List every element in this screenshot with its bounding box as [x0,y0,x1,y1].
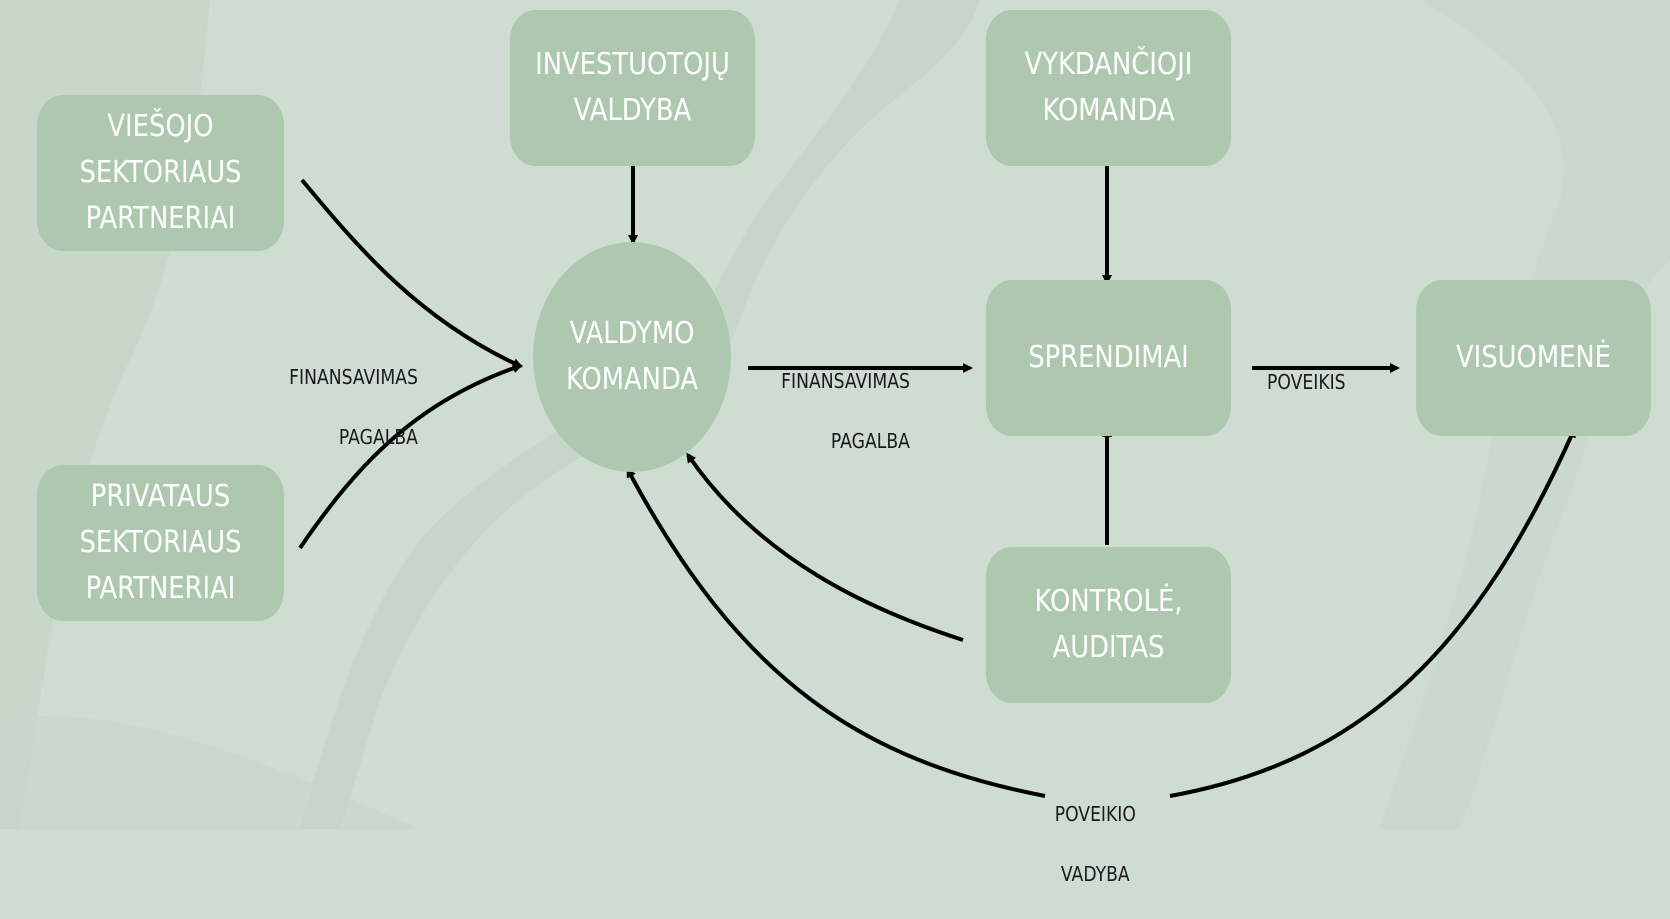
edge-label-left-financing-line1: FINANSAVIMAS [289,365,418,389]
edge-viesojo-to-valdymo [300,178,523,368]
edge-label-impact-management-line2: VADYBA [1060,862,1130,886]
edge-label-left-financing-line2: PAGALBA [338,425,418,449]
node-vykdancioji-komanda: VYKDANČIOJI KOMANDA [985,10,1232,166]
edge-label-mid-financing: FINANSAVIMAS PAGALBA [768,336,910,486]
edge-label-left-financing: FINANSAVIMAS PAGALBA [276,332,418,482]
edge-poveikio-vadyba-to-valdymo [626,467,1046,798]
edge-label-mid-financing-line2: PAGALBA [830,429,910,453]
edge-label-impact: POVEIKIS [1267,337,1346,427]
edge-privataus-to-valdymo [298,363,523,550]
edge-kontrole-to-valdymo [686,452,964,642]
edge-label-impact-management: POVEIKIO VADYBA [1048,769,1143,919]
edges-layer [298,166,1576,798]
node-investuotoju-valdyba: INVESTUOTOJŲ VALDYBA [509,10,756,166]
node-visuomene: VISUOMENĖ [1416,280,1651,436]
node-sprendimai: SPRENDIMAI [985,280,1232,436]
edge-label-impact-line1: POVEIKIS [1267,370,1346,394]
node-privataus-sektoriaus-partneriai: PRIVATAUS SEKTORIAUS PARTNERIAI [37,465,284,621]
edge-poveikio-vadyba-to-visuomene [1169,427,1576,798]
edge-label-impact-management-line1: POVEIKIO [1054,802,1136,826]
node-kontrole-auditas: KONTROLĖ, AUDITAS [985,547,1232,703]
edge-label-mid-financing-line1: FINANSAVIMAS [781,369,910,393]
node-viesojo-sektoriaus-partneriai: VIEŠOJO SEKTORIAUS PARTNERIAI [37,95,284,251]
node-valdymo-komanda: VALDYMO KOMANDA [533,242,731,472]
diagram-canvas: VIEŠOJO SEKTORIAUS PARTNERIAI PRIVATAUS … [37,10,1651,886]
